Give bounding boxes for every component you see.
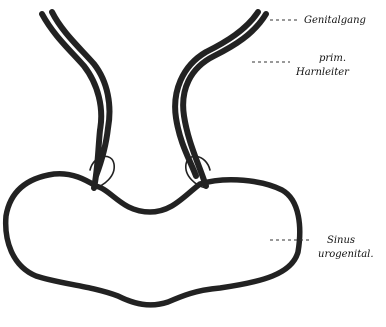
harnleiter-label-line2: Harnleiter — [295, 67, 350, 78]
genitalgang-label: Genitalgang — [304, 15, 366, 26]
left-ducts — [42, 12, 114, 188]
right-ducts — [175, 12, 266, 188]
sinus-label-line1: Sinus — [327, 235, 355, 246]
harnleiter-label-line1: prim. — [319, 53, 346, 64]
sinus-urogenitalis-outline — [6, 174, 300, 305]
sinus-label-line2: urogenital. — [318, 249, 374, 260]
